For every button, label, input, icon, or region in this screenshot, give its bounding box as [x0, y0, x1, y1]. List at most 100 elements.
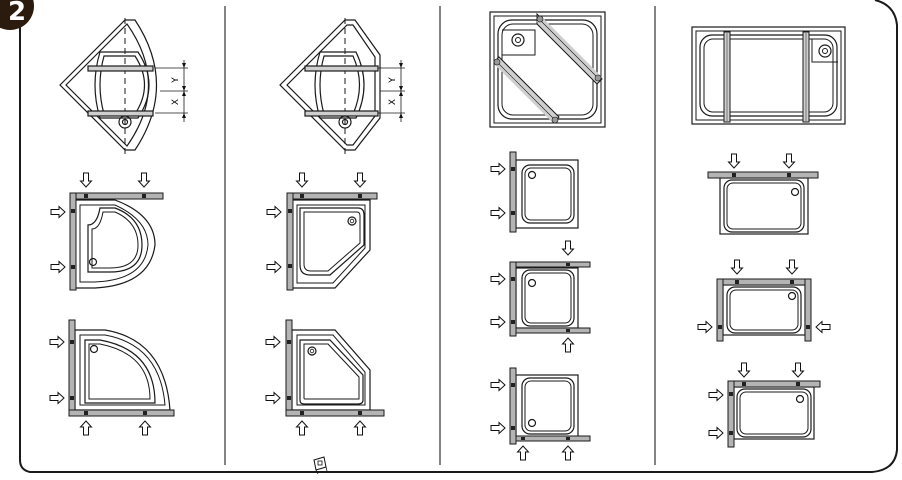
- rectangular-top-view: [691, 26, 846, 125]
- quadrant-top-view: [59, 18, 188, 155]
- fastener-icon: [511, 383, 515, 387]
- drain-icon: [818, 44, 832, 58]
- fastener-icon: [521, 437, 525, 440]
- fastener-icon: [735, 280, 739, 284]
- outline-arrow-icon: [697, 321, 713, 333]
- fastener-icon: [71, 265, 75, 269]
- rectangular-plan-top-left: [708, 362, 821, 448]
- fastener-icon: [70, 396, 74, 400]
- drain-icon: [527, 278, 537, 288]
- fastener-icon: [287, 340, 291, 344]
- fastener-icon: [796, 382, 800, 386]
- fastener-icon: [358, 411, 362, 415]
- quadrant-plan-left-bottom: [49, 319, 175, 436]
- outline-arrow-icon: [731, 259, 743, 275]
- outline-arrow-icon: [708, 427, 724, 439]
- outline-arrow-icon: [266, 261, 282, 273]
- outline-arrow-icon: [296, 172, 308, 188]
- outline-arrow-icon: [792, 362, 804, 378]
- outline-arrow-icon: [354, 172, 366, 188]
- fastener-icon: [71, 209, 75, 213]
- outline-arrow-icon: [738, 362, 750, 378]
- outline-arrow-icon: [265, 392, 281, 404]
- fastener-icon: [84, 194, 88, 198]
- outline-arrow-icon: [708, 389, 724, 401]
- drain-icon: [795, 394, 805, 404]
- drain-icon: [347, 216, 357, 226]
- fastener-icon: [566, 329, 570, 332]
- column-square-tray: [489, 11, 606, 461]
- outline-arrow-icon: [562, 337, 574, 353]
- outline-arrow-icon: [49, 392, 65, 404]
- fastener-icon: [806, 325, 810, 329]
- column-rectangular-tray: [691, 26, 846, 448]
- fastener-icon: [84, 411, 88, 415]
- outline-arrow-icon: [815, 321, 831, 333]
- fastener-icon: [511, 320, 515, 324]
- square-plan-three-side: [490, 240, 591, 353]
- fastener-icon: [787, 173, 791, 177]
- rectangular-plan-three-side: [697, 259, 831, 342]
- outline-arrow-icon: [490, 273, 506, 285]
- dimension-x-label: X: [388, 99, 398, 105]
- pentagon-plan-top-left: [266, 172, 378, 291]
- outline-arrow-icon: [786, 259, 798, 275]
- fastener-icon: [511, 277, 515, 281]
- quadrant-plan-top-left: [50, 172, 164, 291]
- outline-arrow-icon: [80, 420, 92, 436]
- outline-arrow-icon: [138, 172, 150, 188]
- outline-arrow-icon: [265, 336, 281, 348]
- dimension-y-label: Y: [388, 77, 398, 84]
- panel-frame: [19, 0, 898, 473]
- fastener-icon: [511, 426, 515, 430]
- drain-icon: [790, 187, 800, 197]
- fastener-icon: [70, 340, 74, 344]
- rectangular-plan-top: [707, 153, 819, 235]
- step-badge: 2: [0, 0, 34, 30]
- column-pentagon-tray: Y X: [265, 18, 405, 436]
- drain-icon: [89, 344, 99, 354]
- fastener-icon: [142, 194, 146, 198]
- outline-arrow-icon: [354, 420, 366, 436]
- fastener-icon: [729, 392, 733, 396]
- outline-arrow-icon: [296, 420, 308, 436]
- fastener-icon: [288, 264, 292, 268]
- fastener-icon: [288, 209, 292, 213]
- outline-arrow-icon: [266, 206, 282, 218]
- fastener-icon: [729, 431, 733, 435]
- outline-arrow-icon: [139, 420, 151, 436]
- outline-arrow-icon: [490, 163, 506, 175]
- square-plan-left-bottom: [490, 367, 591, 461]
- drain-icon: [527, 170, 537, 180]
- outline-arrow-icon: [783, 153, 795, 169]
- fastener-icon: [143, 411, 147, 415]
- fastener-icon: [511, 167, 515, 171]
- outline-arrow-icon: [490, 316, 506, 328]
- outline-arrow-icon: [49, 336, 65, 348]
- fastener-icon: [566, 437, 570, 440]
- fastener-icon: [287, 396, 291, 400]
- fastener-icon: [511, 211, 515, 215]
- fastener-icon: [732, 173, 736, 177]
- outline-arrow-icon: [562, 240, 574, 256]
- outline-arrow-icon: [490, 207, 506, 219]
- drain-icon: [787, 291, 797, 301]
- dimension-x-label: X: [171, 99, 181, 105]
- outline-arrow-icon: [728, 153, 740, 169]
- fastener-icon: [742, 382, 746, 386]
- drain-icon: [527, 418, 537, 428]
- manual-reference-icon: [313, 456, 328, 475]
- outline-arrow-icon: [50, 206, 66, 218]
- column-quadrant-tray: Y X: [49, 18, 188, 436]
- fastener-icon: [566, 263, 570, 266]
- outline-arrow-icon: [517, 445, 529, 461]
- fastener-icon: [790, 280, 794, 284]
- square-plan-left: [490, 151, 579, 233]
- drain-icon: [88, 257, 98, 267]
- outline-arrow-icon: [490, 422, 506, 434]
- fastener-icon: [358, 194, 362, 198]
- outline-arrow-icon: [562, 445, 574, 461]
- outline-arrow-icon: [490, 379, 506, 391]
- dimension-y-label: Y: [171, 77, 181, 84]
